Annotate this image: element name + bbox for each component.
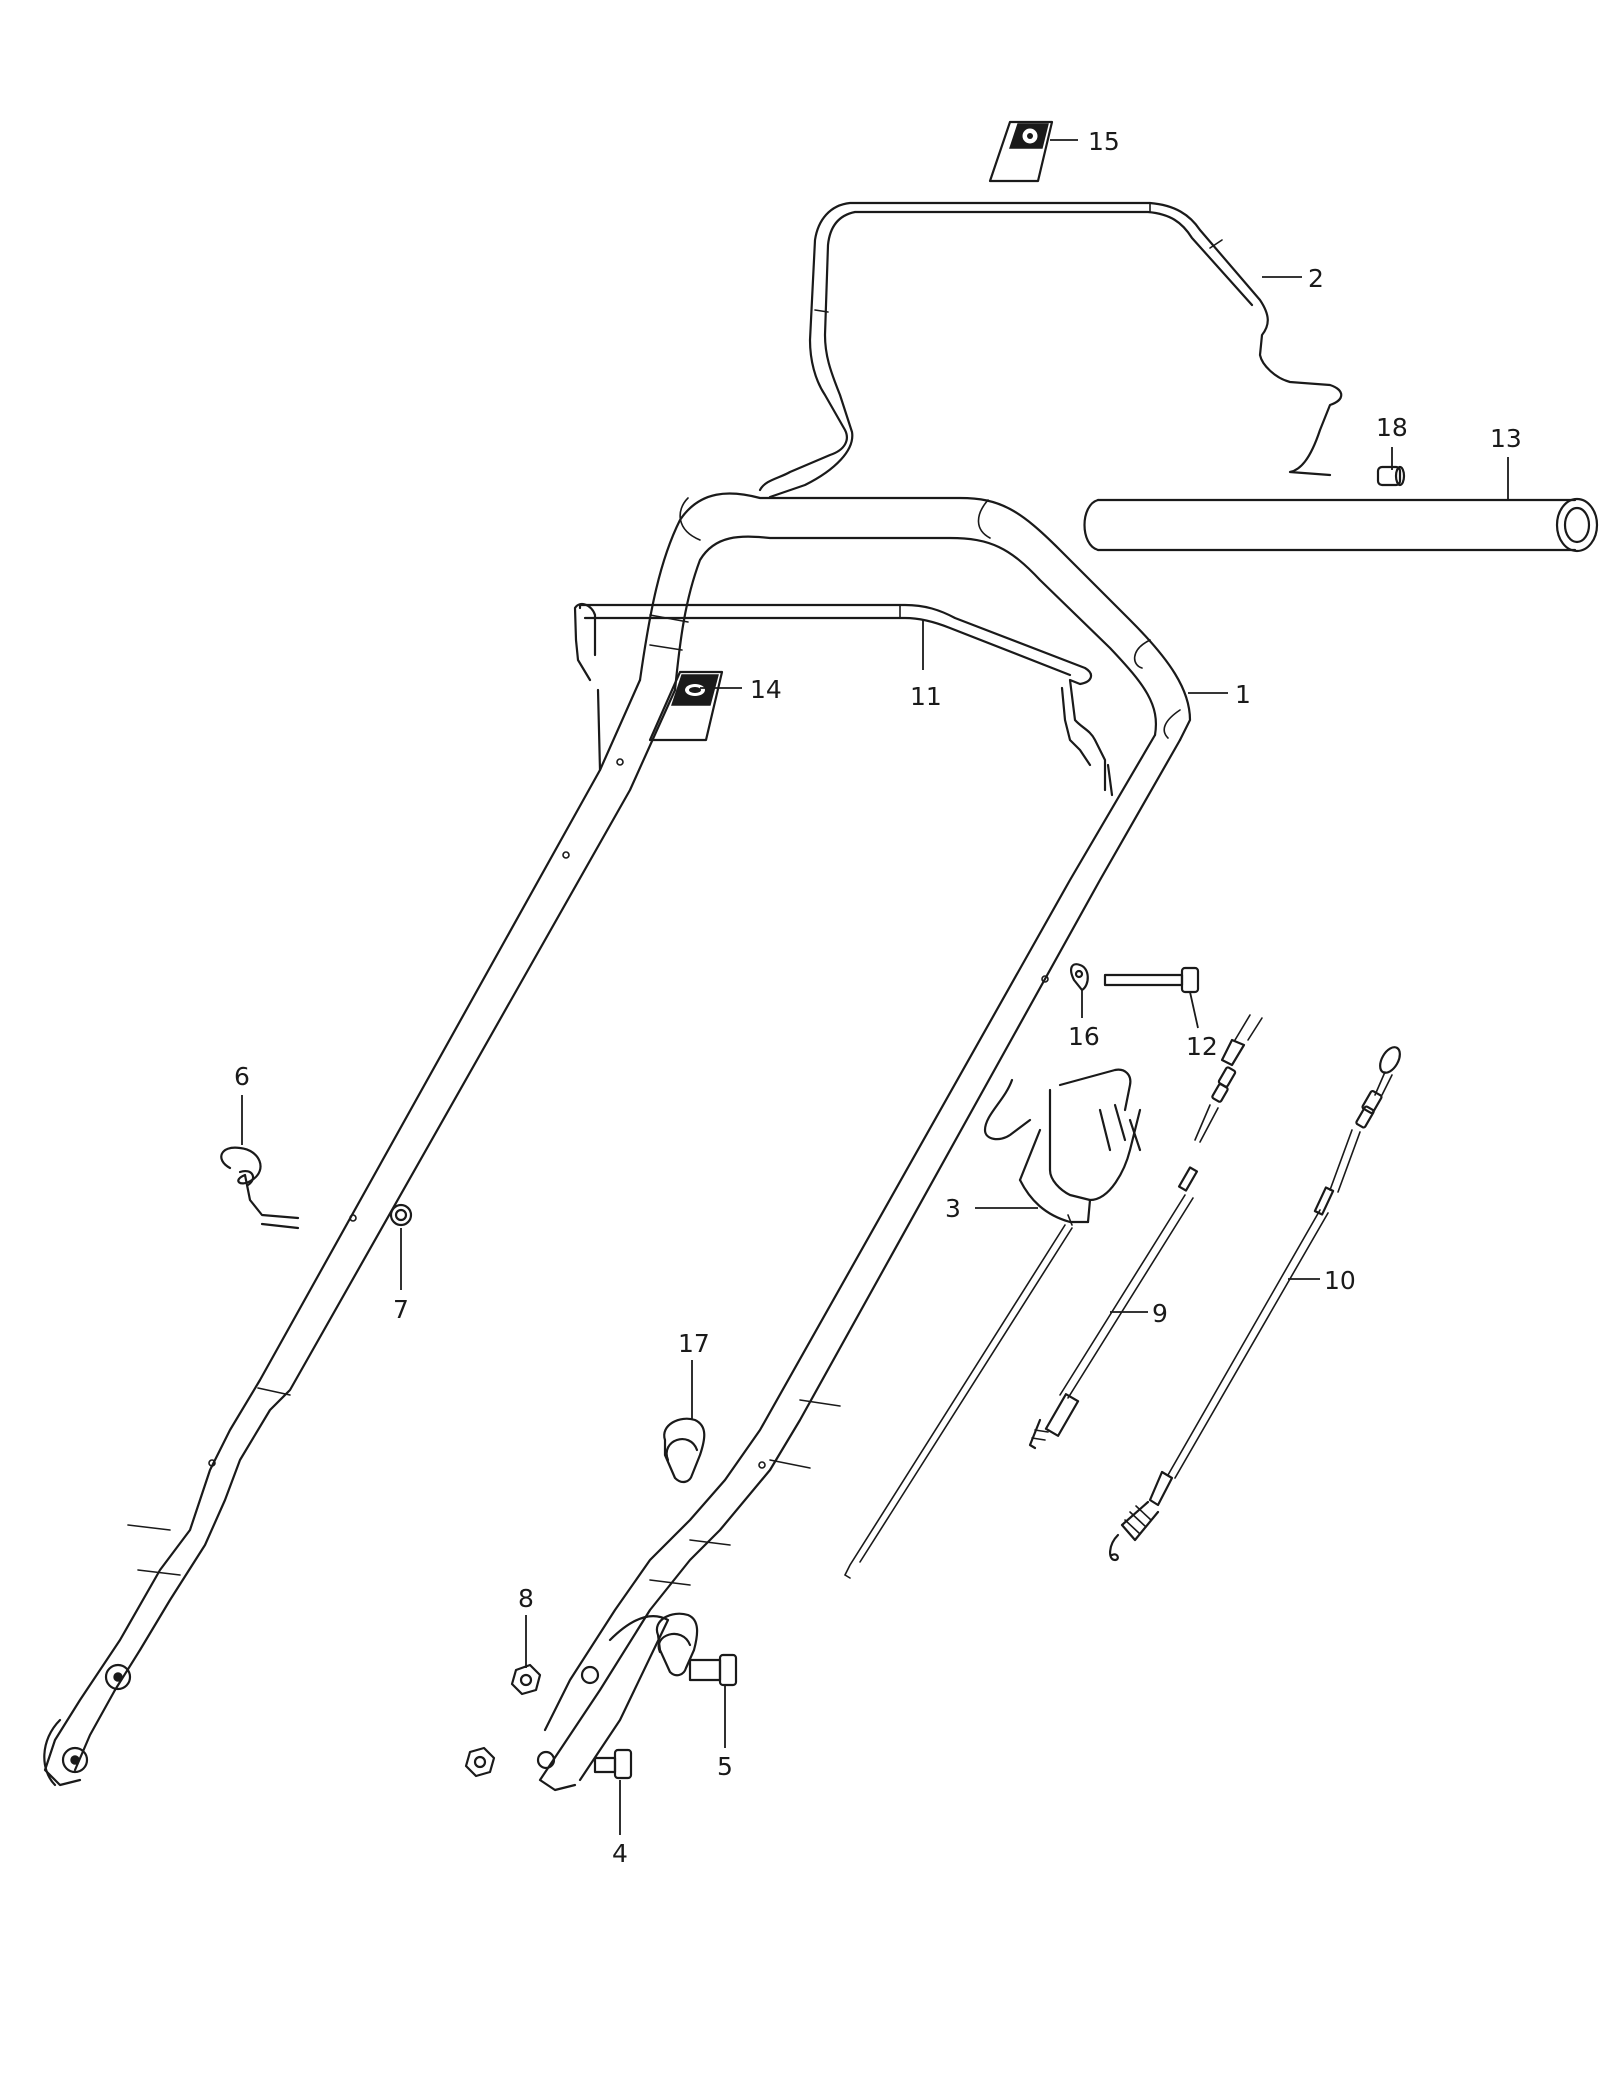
callout-11: 11 bbox=[910, 682, 942, 711]
leader-lines bbox=[241, 139, 1509, 1835]
callout-15: 15 bbox=[1088, 127, 1120, 156]
cable-9 bbox=[1028, 1014, 1263, 1450]
bolt-12 bbox=[1103, 966, 1200, 994]
washer bbox=[1070, 963, 1089, 992]
pin bbox=[220, 1146, 300, 1230]
callout-7: 7 bbox=[393, 1295, 409, 1324]
cable-10 bbox=[1109, 1046, 1401, 1562]
callout-12: 12 bbox=[1186, 1032, 1218, 1061]
cap bbox=[1376, 465, 1406, 487]
callout-13: 13 bbox=[1490, 424, 1522, 453]
decal-15 bbox=[988, 120, 1054, 183]
grip bbox=[1083, 497, 1599, 553]
control-bail-upper bbox=[758, 201, 1343, 499]
callout-4: 4 bbox=[612, 1839, 628, 1868]
callout-17: 17 bbox=[678, 1329, 710, 1358]
bolt-5 bbox=[688, 1653, 738, 1687]
callout-3: 3 bbox=[945, 1194, 961, 1223]
callout-14: 14 bbox=[750, 675, 782, 704]
callout-8: 8 bbox=[518, 1584, 534, 1613]
nut-7 bbox=[389, 1203, 413, 1227]
callout-18: 18 bbox=[1376, 413, 1408, 442]
nut-8 bbox=[464, 1663, 542, 1778]
callout-6: 6 bbox=[234, 1062, 250, 1091]
callout-1: 1 bbox=[1235, 680, 1251, 709]
lower-handle bbox=[43, 492, 1192, 1792]
cable-clip bbox=[655, 1417, 706, 1677]
throttle-control bbox=[843, 1068, 1142, 1579]
callout-2: 2 bbox=[1308, 264, 1324, 293]
callout-5: 5 bbox=[717, 1752, 733, 1781]
callout-9: 9 bbox=[1152, 1299, 1168, 1328]
callouts: 15 2 18 13 14 11 1 16 12 6 7 3 9 10 17 8… bbox=[234, 127, 1522, 1868]
bolt-4 bbox=[593, 1748, 633, 1780]
callout-10: 10 bbox=[1324, 1266, 1356, 1295]
control-bail-lower bbox=[573, 602, 1114, 797]
decal-14 bbox=[648, 670, 724, 742]
callout-16: 16 bbox=[1068, 1022, 1100, 1051]
